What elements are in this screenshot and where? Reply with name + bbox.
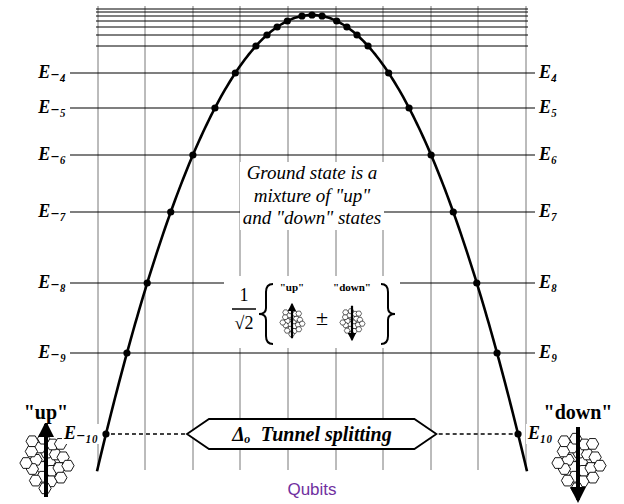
level-line	[96, 9, 528, 10]
level-dot	[232, 69, 239, 76]
grid-line	[98, 6, 99, 470]
level-label: E₋₅	[36, 98, 68, 118]
level-dot	[252, 42, 259, 49]
level-dot	[364, 42, 371, 49]
molecule-down	[552, 427, 606, 500]
level-line	[70, 107, 535, 108]
level-line	[70, 154, 535, 155]
level-dot	[123, 349, 130, 356]
grid-line	[336, 6, 337, 470]
level-label: E₆	[537, 145, 559, 165]
level-dot	[167, 208, 174, 215]
dashed-leader	[111, 433, 185, 435]
level-dot	[405, 104, 412, 111]
level-dot	[189, 151, 196, 158]
formula-term: ±	[314, 306, 330, 330]
level-label: E₉	[537, 343, 559, 363]
level-dot	[385, 69, 392, 76]
level-label: E₈	[537, 273, 559, 293]
level-line	[96, 46, 528, 47]
level-label: E₋₉	[36, 343, 68, 363]
formula-term: 1	[238, 286, 251, 306]
level-dot	[102, 430, 109, 437]
molecule-down	[340, 306, 365, 340]
level-dot	[274, 23, 281, 30]
molecule-up	[280, 304, 305, 338]
grid-line	[240, 6, 241, 470]
level-dot	[318, 12, 325, 19]
level-line	[96, 27, 528, 28]
tunnel-splitting-box: Δₒ Tunnel splitting	[187, 418, 436, 450]
formula-term: "up"	[278, 281, 306, 293]
grid-line	[193, 6, 194, 470]
grid-line	[526, 6, 527, 470]
level-dot	[333, 17, 340, 24]
note-text: Ground state is a mixture of "up" and "d…	[240, 162, 384, 230]
grid-line	[478, 6, 479, 470]
level-line	[70, 72, 535, 73]
dashed-leader	[439, 433, 513, 435]
grid-line	[431, 6, 432, 470]
level-label: E₁₀	[526, 424, 555, 444]
brace	[259, 284, 273, 344]
level-dot	[263, 31, 270, 38]
formula-ground	[224, 276, 400, 348]
level-dot	[450, 208, 457, 215]
level-label: E₄	[537, 63, 559, 83]
level-label: E₋₄	[36, 63, 68, 83]
level-label: E₋₈	[36, 273, 68, 293]
level-line	[96, 21, 528, 22]
level-line	[96, 35, 528, 36]
level-dot	[343, 23, 350, 30]
level-dot	[284, 17, 291, 24]
level-line	[70, 352, 535, 353]
formula-term: √2	[233, 314, 256, 334]
grid-line	[288, 6, 289, 470]
upper-levels	[96, 9, 528, 46]
level-label: E₅	[537, 98, 559, 118]
caption: Qubits	[285, 481, 338, 500]
level-dot	[211, 104, 218, 111]
state-label: "down"	[542, 401, 615, 423]
box-text: Δₒ	[232, 423, 250, 446]
level-label: E₇	[537, 202, 559, 222]
level-dot	[473, 279, 480, 286]
level-dot	[353, 31, 360, 38]
formula-term: "down"	[331, 281, 373, 293]
fraction-bar	[232, 308, 256, 310]
level-dot	[493, 349, 500, 356]
level-label: E₋₁₀	[62, 424, 100, 444]
level-label: E₋₇	[36, 202, 68, 222]
energy-curve	[97, 15, 527, 471]
grid-line	[145, 6, 146, 470]
level-dot	[514, 430, 521, 437]
level-dot	[427, 151, 434, 158]
level-dot	[144, 279, 151, 286]
box-text: Tunnel splitting	[261, 423, 392, 446]
level-label: E₋₆	[36, 145, 68, 165]
level-dot	[308, 11, 315, 18]
grid-line	[383, 6, 384, 470]
brace	[381, 284, 395, 344]
level-dots	[102, 11, 521, 437]
state-label: "up"	[22, 401, 70, 423]
level-dot	[298, 12, 305, 19]
